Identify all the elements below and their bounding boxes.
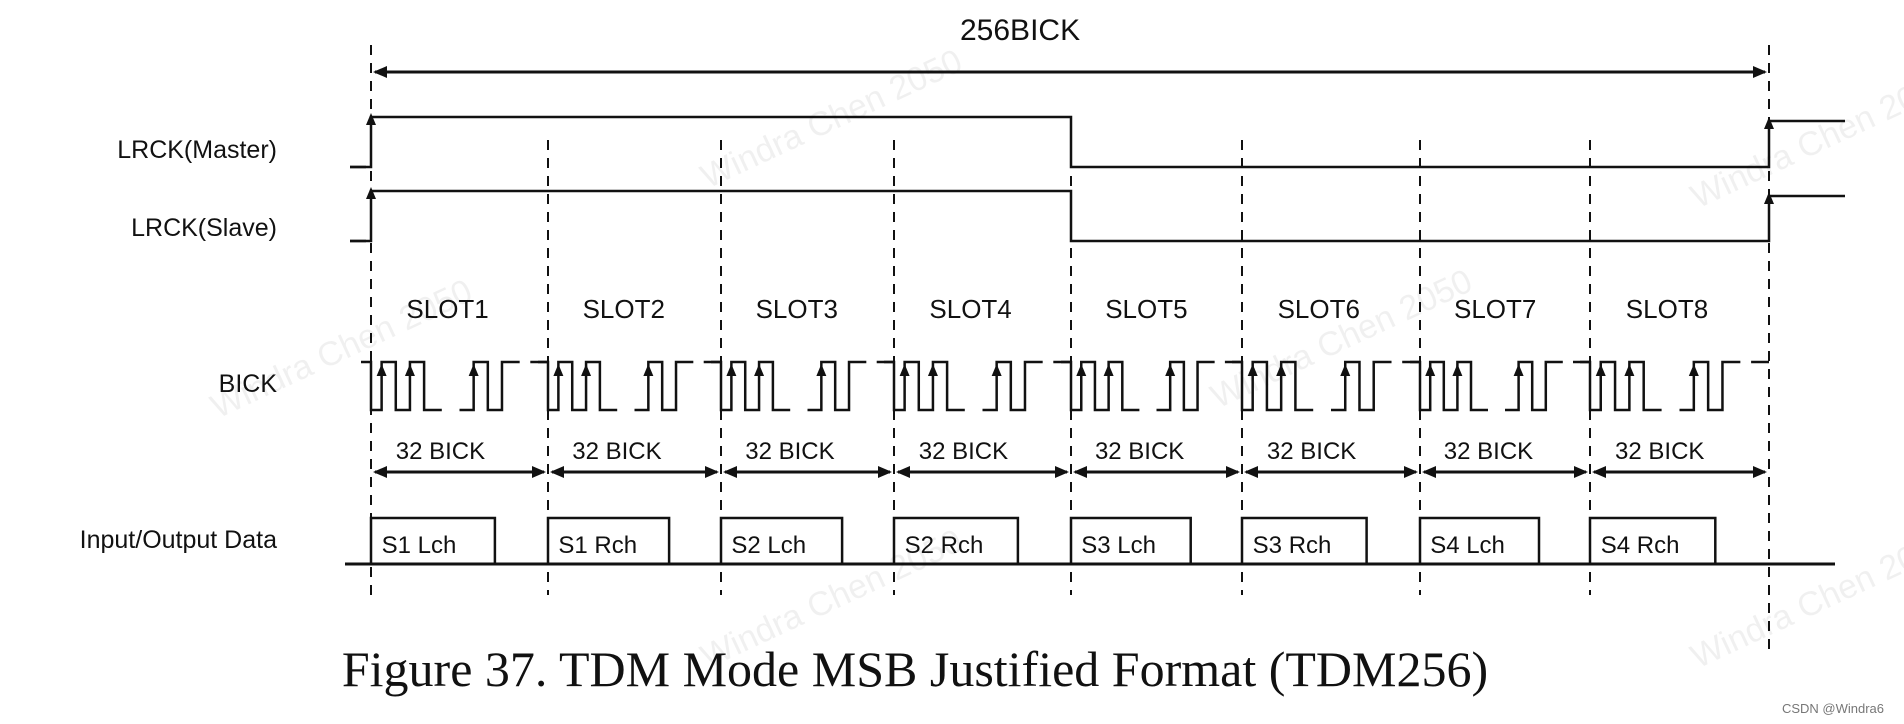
rising-edge-arrow	[1595, 364, 1606, 376]
rising-edge-arrow	[404, 364, 415, 376]
arrowhead	[1574, 466, 1588, 478]
rising-edge-arrow	[643, 364, 654, 376]
rising-edge-arrow	[1764, 117, 1774, 129]
bick-wave	[711, 360, 894, 412]
lrck-master-label: LRCK(Master)	[117, 136, 277, 164]
slot-label: SLOT2	[582, 294, 665, 324]
arrowhead	[1226, 466, 1240, 478]
data-word-label: S3 Lch	[1081, 532, 1156, 559]
arrowhead	[373, 466, 387, 478]
arrowhead	[896, 466, 910, 478]
rising-edge-arrow	[553, 364, 564, 376]
rising-edge-arrow	[726, 364, 737, 376]
arrowhead	[705, 466, 719, 478]
slot-label: SLOT8	[1625, 294, 1709, 324]
rising-edge-arrow	[1764, 192, 1774, 204]
slot-width-label: 32 BICK	[1615, 438, 1705, 465]
rising-edge-arrow	[1103, 364, 1114, 376]
lrck-master-wave	[350, 115, 1845, 169]
data-word-label: S3 Rch	[1252, 532, 1332, 559]
rising-edge-arrow	[899, 364, 910, 376]
rising-edge-arrow	[1425, 364, 1436, 376]
slot-label: SLOT3	[755, 294, 838, 324]
total-period-label: 256BICK	[960, 14, 1081, 47]
slot-width-label: 32 BICK	[745, 438, 835, 465]
rising-edge-arrow	[468, 364, 479, 376]
arrowhead	[1244, 466, 1258, 478]
bick-wave	[1410, 360, 1590, 412]
slot-label: SLOT1	[406, 294, 489, 324]
arrowhead	[532, 466, 546, 478]
rising-edge-arrow	[1452, 364, 1463, 376]
bick-wave	[361, 360, 548, 412]
rising-edge-arrow	[1624, 364, 1635, 376]
lrck-slave-wave	[350, 189, 1845, 243]
bick-label: BICK	[218, 370, 277, 398]
data-word-label: S2 Rch	[904, 532, 984, 559]
footer-credit: CSDN @Windra6	[1781, 701, 1884, 716]
slot-label: SLOT5	[1105, 294, 1188, 324]
bick-wave	[884, 360, 1071, 412]
slot-width-label: 32 BICK	[1266, 438, 1357, 465]
rising-edge-arrow	[927, 364, 938, 376]
data-word-label: S4 Rch	[1600, 532, 1680, 559]
rising-edge-arrow	[366, 113, 376, 125]
data-word-label: S1 Lch	[381, 532, 457, 559]
arrowhead	[1073, 466, 1087, 478]
rising-edge-arrow	[754, 364, 765, 376]
data-word-label: S1 Rch	[558, 532, 638, 559]
rising-edge-arrow	[1340, 364, 1351, 376]
data-label: Input/Output Data	[79, 526, 277, 554]
rising-edge-arrow	[366, 187, 376, 199]
arrowhead	[1753, 466, 1767, 478]
arrowhead	[878, 466, 892, 478]
rising-edge-arrow	[1165, 364, 1176, 376]
slot-width-label: 32 BICK	[1094, 438, 1185, 465]
arrowhead	[1422, 466, 1436, 478]
slot-label: SLOT4	[929, 294, 1012, 324]
slot-width-label: 32 BICK	[395, 438, 486, 465]
bick-wave	[538, 360, 721, 412]
slot-label: SLOT6	[1277, 294, 1360, 324]
rising-edge-arrow	[1076, 364, 1087, 376]
arrowhead	[1592, 466, 1606, 478]
rising-edge-arrow	[1688, 364, 1699, 376]
arrowhead	[1055, 466, 1069, 478]
slot-width-label: 32 BICK	[918, 438, 1009, 465]
rising-edge-arrow	[376, 364, 387, 376]
slot-width-label: 32 BICK	[1443, 438, 1534, 465]
rising-edge-arrow	[1276, 364, 1287, 376]
rising-edge-arrow	[581, 364, 592, 376]
bick-wave	[1580, 360, 1769, 412]
slot-width-label: 32 BICK	[572, 438, 662, 465]
rising-edge-arrow	[816, 364, 827, 376]
arrowhead	[723, 466, 737, 478]
data-word-label: S2 Lch	[731, 532, 807, 559]
arrowhead	[1753, 66, 1767, 78]
rising-edge-arrow	[991, 364, 1002, 376]
lrck-slave-label: LRCK(Slave)	[131, 214, 277, 242]
rising-edge-arrow	[1247, 364, 1258, 376]
arrowhead	[373, 66, 387, 78]
arrowhead	[1404, 466, 1418, 478]
rising-edge-arrow	[1513, 364, 1524, 376]
slot-label: SLOT7	[1454, 294, 1537, 324]
figure-caption: Figure 37. TDM Mode MSB Justified Format…	[341, 641, 1489, 697]
arrowhead	[550, 466, 564, 478]
data-word-label: S4 Lch	[1430, 532, 1505, 559]
